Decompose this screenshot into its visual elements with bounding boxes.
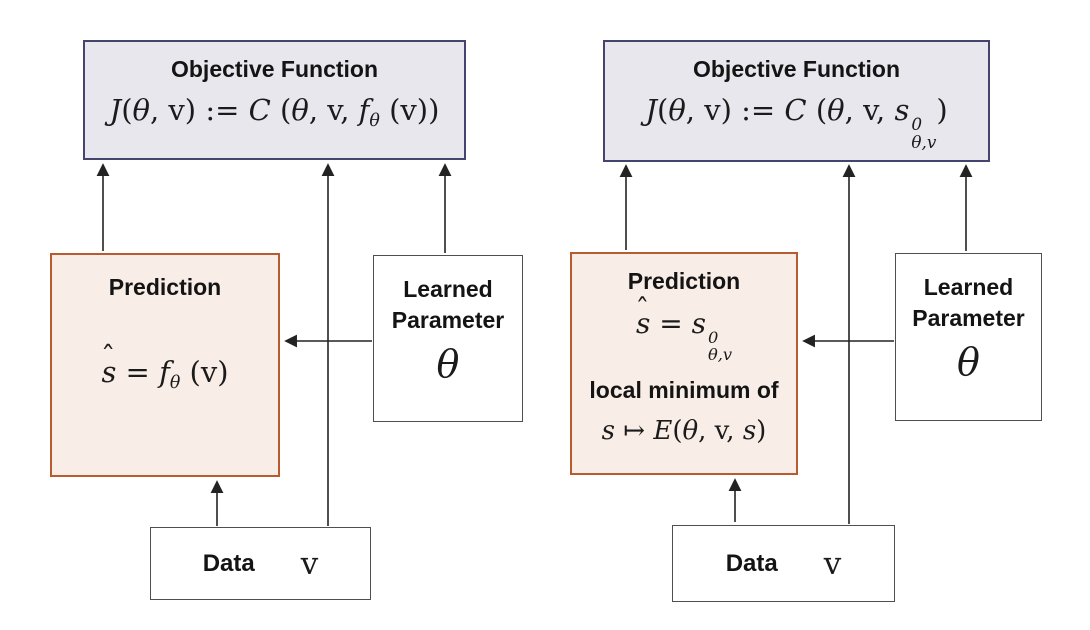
- learned-parameter-line2-left: Parameter: [391, 307, 505, 334]
- data-box-left: Data v: [150, 527, 371, 600]
- objective-function-title-right: Objective Function: [692, 56, 901, 82]
- prediction-formula1-right: s = s0θ,v: [636, 307, 732, 363]
- objective-function-box-left: Objective Function J(θ, v) := C (θ, v, f…: [83, 40, 466, 160]
- learned-parameter-line1-left: Learned: [403, 276, 493, 302]
- objective-function-formula-left: J(θ, v) := C (θ, v, fθ (v)): [109, 93, 440, 132]
- prediction-formula2-right: s ↦ E(θ, v, s): [601, 416, 767, 447]
- prediction-title-left: Prediction: [108, 274, 222, 300]
- data-box-right: Data v: [672, 525, 895, 602]
- objective-function-box-right: Objective Function J(θ, v) := C (θ, v, s…: [603, 40, 990, 162]
- data-symbol-right: v: [823, 545, 842, 582]
- learned-parameter-box-left: Learned Parameter θ: [373, 255, 523, 422]
- data-symbol-left: v: [300, 545, 319, 582]
- learned-parameter-line1-right: Learned: [923, 274, 1014, 300]
- prediction-box-left: Prediction s = fθ (v): [50, 253, 280, 477]
- theta-symbol-left: θ: [436, 342, 460, 387]
- prediction-note-right: local minimum of: [589, 377, 779, 404]
- theta-symbol-right: θ: [957, 340, 980, 385]
- prediction-box-right: Prediction s = s0θ,v local minimum of s …: [570, 252, 798, 475]
- learned-parameter-box-right: Learned Parameter θ: [895, 253, 1042, 421]
- objective-function-title-left: Objective Function: [170, 56, 379, 82]
- prediction-formula-left: s = fθ (v): [101, 355, 228, 392]
- data-label-right: Data: [725, 549, 778, 577]
- learned-parameter-line2-right: Parameter: [912, 305, 1025, 332]
- data-label-left: Data: [202, 549, 255, 577]
- prediction-title-right: Prediction: [627, 268, 741, 294]
